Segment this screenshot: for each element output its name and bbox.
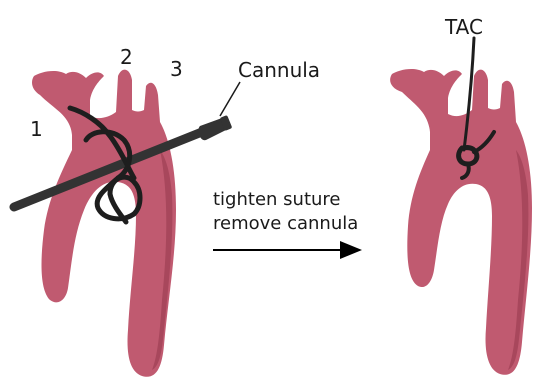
aorta-before xyxy=(32,70,176,377)
instruction-line-2: remove cannula xyxy=(213,213,358,234)
label-branch-3: 3 xyxy=(170,57,183,81)
label-branch-1: 1 xyxy=(30,117,43,141)
label-branch-2: 2 xyxy=(120,45,133,69)
aorta-after xyxy=(390,69,532,375)
arrow-head xyxy=(340,241,362,259)
label-cannula: Cannula xyxy=(238,58,320,82)
aorta-before-body xyxy=(32,70,176,377)
cannula-leader-line xyxy=(220,82,240,116)
aorta-after-body xyxy=(390,69,532,375)
right-arrow xyxy=(213,241,362,259)
instruction-line-1: tighten suture xyxy=(213,189,341,210)
label-tac: TAC xyxy=(444,15,483,39)
